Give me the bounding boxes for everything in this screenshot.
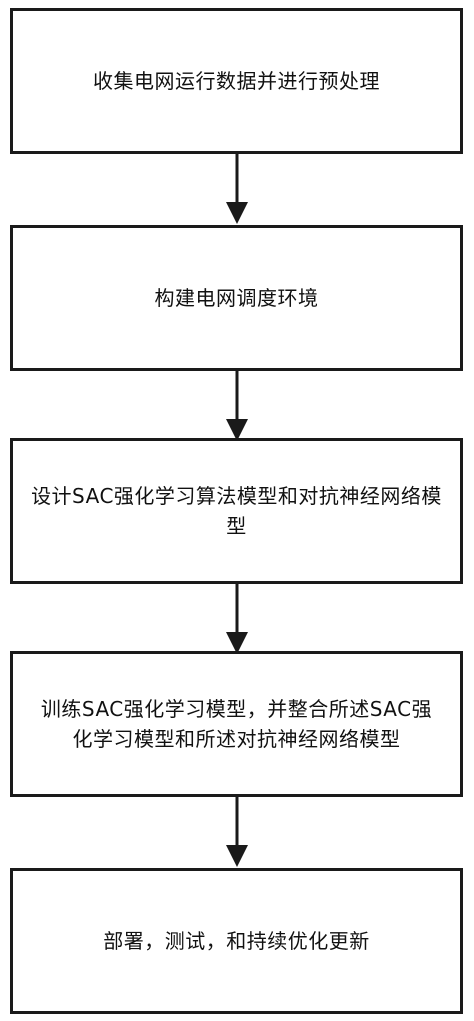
step-3-box: 设计SAC强化学习算法模型和对抗神经网络模型 [10,438,463,584]
step-2-box: 构建电网调度环境 [10,225,463,371]
arrow-down-icon [226,154,248,224]
step-3-text: 设计SAC强化学习算法模型和对抗神经网络模型 [31,484,442,538]
arrow-down-icon [226,797,248,867]
arrow-down-icon [226,371,248,441]
step-5-text: 部署，测试，和持续优化更新 [103,929,370,953]
step-4-text: 训练SAC强化学习模型，并整合所述SAC强化学习模型和所述对抗神经网络模型 [40,697,433,751]
step-1-box: 收集电网运行数据并进行预处理 [10,8,463,154]
step-1-text: 收集电网运行数据并进行预处理 [93,69,380,93]
arrow-down-icon [226,584,248,654]
step-2-text: 构建电网调度环境 [154,286,319,310]
step-5-box: 部署，测试，和持续优化更新 [10,868,463,1014]
step-4-box: 训练SAC强化学习模型，并整合所述SAC强化学习模型和所述对抗神经网络模型 [10,651,463,797]
